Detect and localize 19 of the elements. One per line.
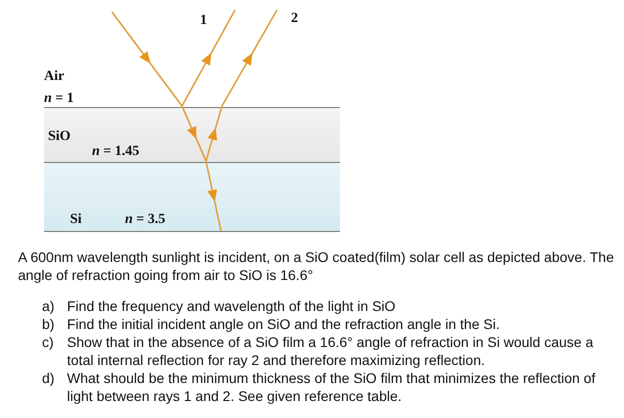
list-marker: c) <box>42 333 55 352</box>
question-text: What should be the minimum thickness of the SiO film that minimizes the reflection of light between rays 1 and 2. See given reference table. <box>67 369 596 405</box>
layer-label: n = 1 <box>44 90 74 108</box>
ray-number: 2 <box>291 10 298 28</box>
material-layer <box>44 162 340 232</box>
list-marker: d) <box>42 369 56 388</box>
question-text: Show that in the absence of a SiO film a 16.6° angle of refraction in Si would cause a total internal reflection for ray 2 and therefore maximizing reflection. <box>67 333 594 369</box>
layer-label: SiO <box>48 128 71 146</box>
list-marker: b) <box>42 315 56 333</box>
layer-label: Si <box>70 211 82 229</box>
layer-label: n = 3.5 <box>125 211 166 229</box>
problem-text: A 600nm wavelength sunlight is incident, on a SiO coated(film) solar cell as depicted above. The angle of refraction going from air to SiO is 16.6° <box>18 248 615 284</box>
question-text: Find the initial incident angle on SiO and the refraction angle in the Si. <box>67 315 500 333</box>
layer-label: Air <box>44 68 64 86</box>
material-layer <box>44 107 340 162</box>
layer-label: n = 1.45 <box>92 143 140 161</box>
list-marker: a) <box>42 297 56 315</box>
ray-number: 1 <box>200 12 207 30</box>
question-text: Find the frequency and wavelength of the light in SiO <box>67 297 396 315</box>
